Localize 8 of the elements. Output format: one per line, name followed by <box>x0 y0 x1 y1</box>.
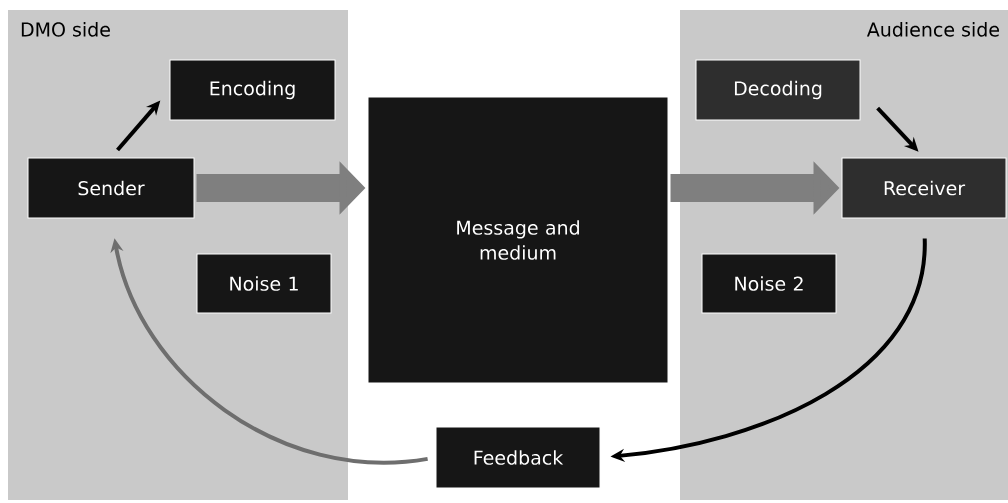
process-box: Encoding <box>169 59 336 121</box>
process-box: Noise 2 <box>701 253 837 314</box>
process-box: Decoding <box>695 59 861 121</box>
process-box: Receiver <box>841 157 1007 219</box>
process-box: Feedback <box>435 426 601 489</box>
process-box: Noise 1 <box>196 253 332 314</box>
message-box: Message and medium <box>367 96 669 384</box>
process-box: Sender <box>27 157 195 219</box>
